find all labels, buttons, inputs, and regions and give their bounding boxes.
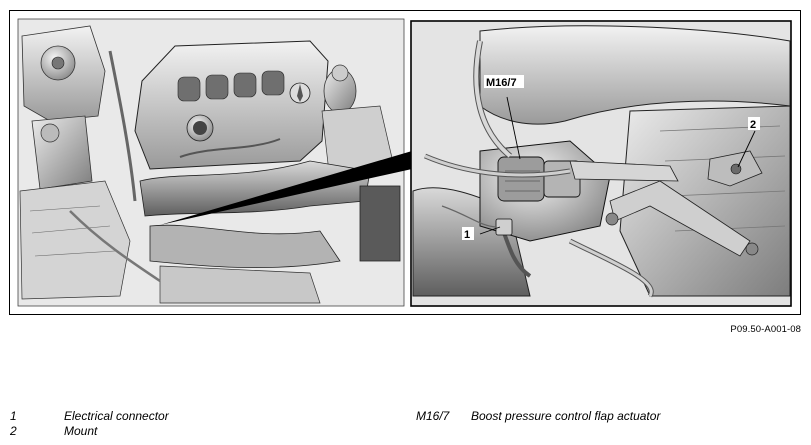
legend-description: Mount	[64, 424, 98, 438]
legend-left: 1 Electrical connector 2 Mount	[10, 409, 390, 441]
detail-pointer	[160, 151, 412, 225]
legend-right: M16/7 Boost pressure control flap actuat…	[416, 409, 801, 425]
legend-code: M16/7	[416, 409, 450, 423]
illustration-frame: 1 2 M16/7	[9, 10, 801, 315]
legend-code: 2	[10, 424, 17, 438]
legend-description: Electrical connector	[64, 409, 169, 423]
callouts: 1 2 M16/7	[462, 75, 760, 241]
callout-m16-7: M16/7	[486, 77, 517, 89]
callout-2: 2	[750, 119, 756, 131]
legend-code: 1	[10, 409, 17, 423]
legend-item: 1 Electrical connector	[10, 409, 390, 424]
figure-reference: P09.50-A001-08	[730, 324, 801, 335]
engine-overview	[17, 18, 405, 307]
legend-item: 2 Mount	[10, 424, 390, 439]
legend-description: Boost pressure control flap actuator	[471, 409, 661, 423]
engine-illustration: 1 2 M16/7	[17, 18, 792, 307]
callout-1: 1	[464, 229, 470, 241]
detail-view	[410, 20, 792, 307]
legend-item: M16/7 Boost pressure control flap actuat…	[416, 409, 801, 424]
